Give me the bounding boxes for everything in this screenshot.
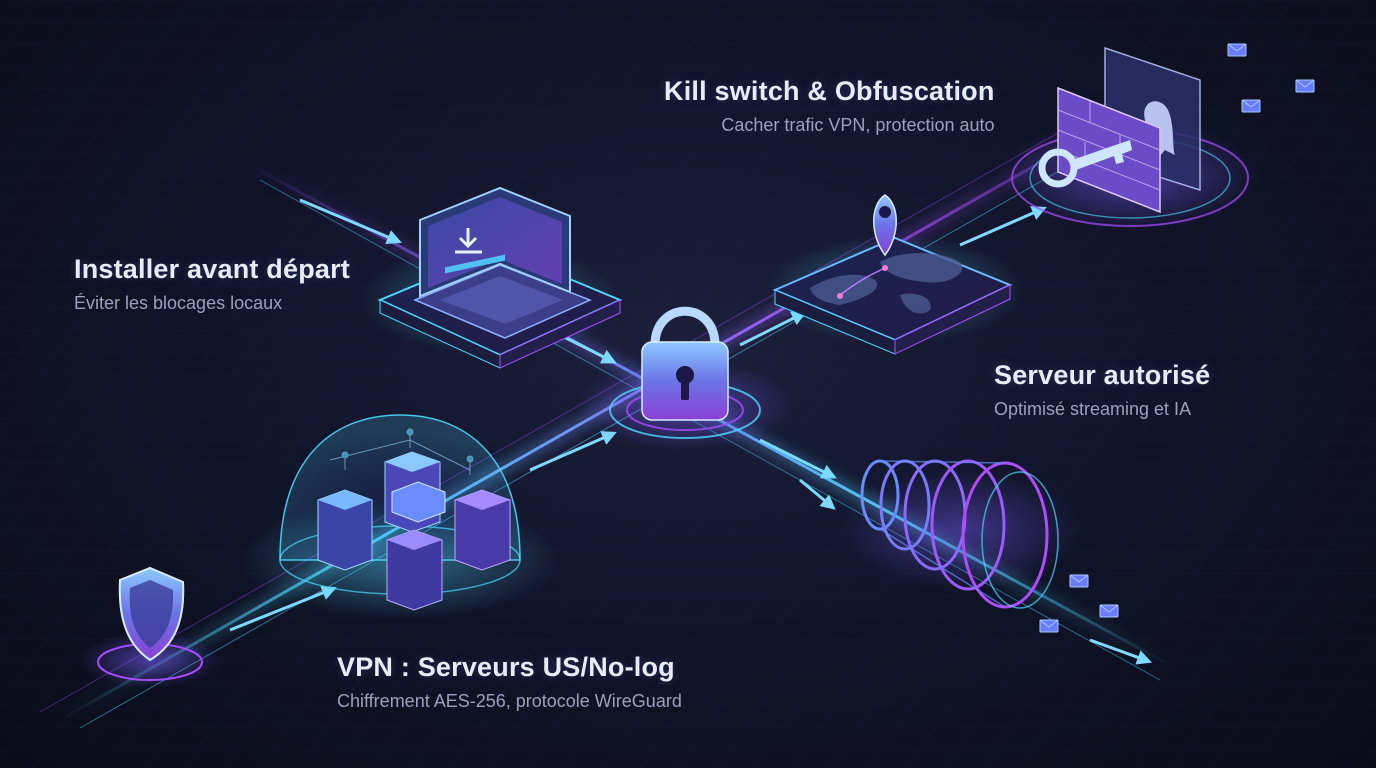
label-install-title: Installer avant départ: [74, 254, 350, 284]
server-rack: [317, 489, 373, 571]
world-map-pin-icon: [765, 194, 1025, 355]
server-rack: [391, 481, 446, 523]
label-vpn-subtitle: Chiffrement AES-256, protocole WireGuard: [337, 691, 682, 711]
label-server-subtitle: Optimisé streaming et IA: [994, 399, 1192, 419]
server-cluster-icon: [240, 414, 560, 620]
label-kill-switch: Kill switch & Obfuscation Cacher trafic …: [664, 76, 995, 136]
padlock-icon: [575, 306, 795, 450]
label-kill-title: Kill switch & Obfuscation: [664, 76, 995, 106]
label-authorized-server: Serveur autorisé Optimisé streaming et I…: [994, 360, 1210, 420]
label-vpn-title: VPN : Serveurs US/No-log: [337, 652, 675, 682]
laptop-download-icon: [360, 186, 623, 369]
label-server-title: Serveur autorisé: [994, 360, 1211, 390]
label-install-before-departure: Installer avant départ Éviter les blocag…: [74, 254, 350, 314]
envelope-icon: [1039, 43, 1315, 633]
shield-icon: [80, 566, 220, 688]
server-rack: [386, 529, 443, 611]
label-install-subtitle: Éviter les blocages locaux: [74, 293, 283, 313]
tunnel-icon: [840, 459, 1080, 609]
firewall-key-ghost-icon: [1000, 46, 1260, 230]
label-vpn-servers: VPN : Serveurs US/No-log Chiffrement AES…: [337, 652, 682, 712]
label-kill-subtitle: Cacher trafic VPN, protection auto: [721, 115, 995, 135]
server-rack: [454, 489, 511, 571]
